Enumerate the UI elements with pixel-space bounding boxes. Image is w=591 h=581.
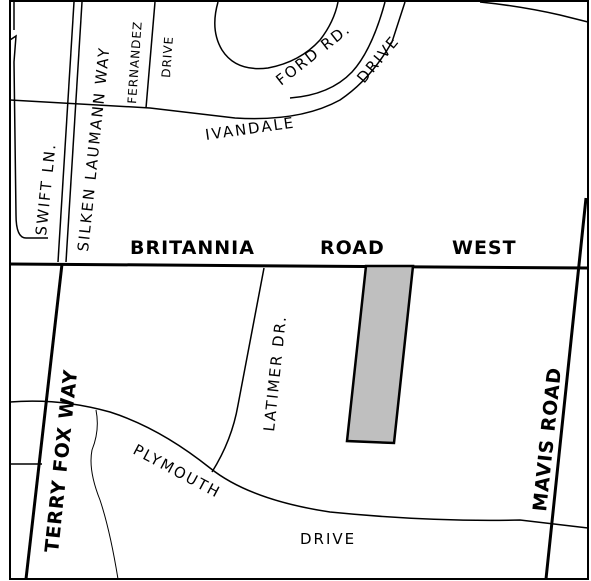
northeast-street-line (479, 1, 589, 23)
road-label: ROAD (320, 237, 385, 259)
fernandez-label: FERNANDEZ (125, 20, 145, 104)
map-frame (9, 0, 589, 580)
fernandez-drive-label: DRIVE (159, 35, 176, 78)
plymouth-drive-label: DRIVE (300, 530, 356, 548)
silken-laumann-way-line-east (65, 1, 83, 263)
ivandale-drive-line-north (289, 1, 386, 99)
silken-laumann-way-line-west (57, 1, 75, 263)
latimer-drive-line (211, 267, 265, 473)
fernandez-drive-line (145, 1, 156, 109)
plymouth-drive-line-north (9, 400, 589, 529)
ivandale-drive-line-south (9, 1, 406, 120)
britannia-road-line (9, 262, 589, 270)
subject-site (345, 264, 415, 445)
west-label: WEST (452, 237, 517, 259)
mavis-road-line (544, 197, 588, 580)
creek-line (90, 409, 119, 580)
britannia-label: BRITANNIA (130, 237, 255, 259)
ford-road-line (214, 1, 339, 70)
swift-lane-line (9, 34, 48, 239)
terry-fox-way-line (24, 263, 64, 580)
